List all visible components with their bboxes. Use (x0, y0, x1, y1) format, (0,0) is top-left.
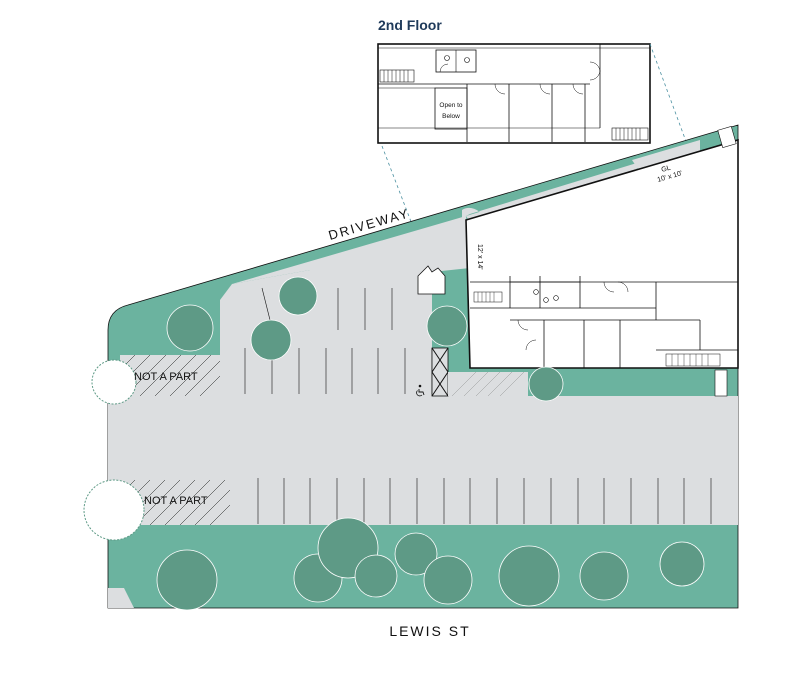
not-a-part-area-upper (119, 354, 221, 397)
stair-icon (473, 291, 503, 303)
accessible-parking-icon (416, 384, 425, 397)
street-label: LEWIS ST (389, 623, 470, 639)
second-floor-plan: 2nd Floor Open to Below (377, 17, 651, 144)
accessible-loading-zone (431, 347, 449, 397)
restroom-fixture-icon (444, 55, 470, 63)
tree-icon (83, 276, 705, 611)
gl-side-size: 12' x 14' (476, 244, 483, 270)
not-a-part-label-lower: NOT A PART (144, 495, 208, 507)
floor-title: 2nd Floor (378, 17, 442, 33)
stair-icon (611, 127, 649, 141)
gl-label: GL (661, 165, 672, 174)
restroom-fixture-icon (533, 289, 559, 303)
trash-enclosure (417, 265, 446, 295)
stair-icon (379, 69, 415, 83)
parking-stalls-driveway (261, 287, 393, 330)
stair-icon (665, 353, 721, 367)
site: 12' x 14' GL 10' x 10' (83, 124, 739, 611)
open-to-below-line1: Open to (439, 102, 463, 109)
not-a-part-label-upper: NOT A PART (134, 371, 198, 383)
parking-stalls-lower (257, 478, 712, 524)
open-to-below-line2: Below (442, 113, 460, 120)
building-footprint: 12' x 14' GL 10' x 10' (465, 138, 739, 369)
